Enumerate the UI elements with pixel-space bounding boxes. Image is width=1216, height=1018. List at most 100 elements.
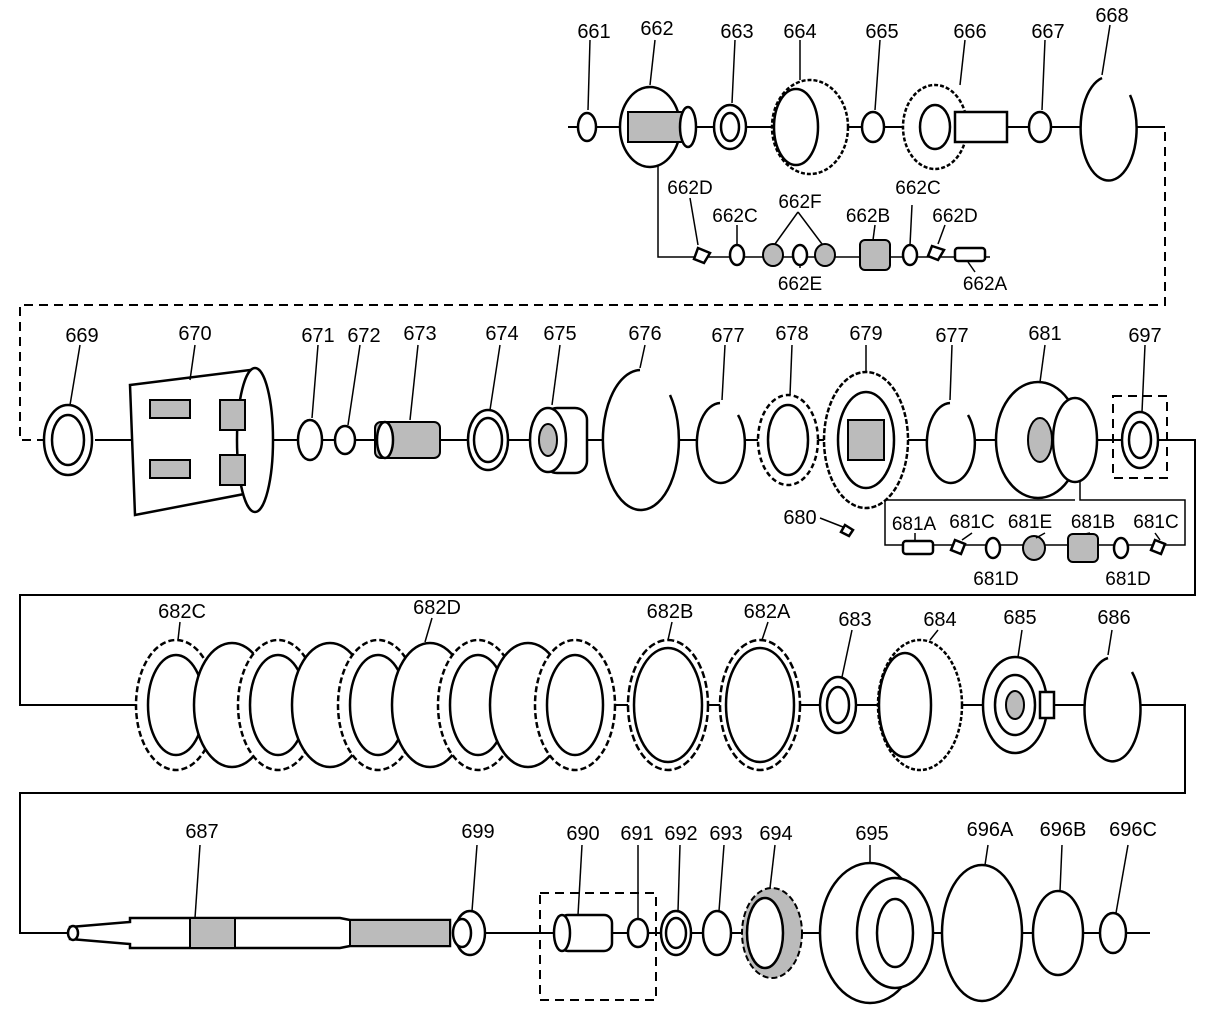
part-667-bushing [1027,39,1053,144]
part-672-washer [333,344,361,456]
sub-part-label: 662E [778,274,822,295]
part-666-sun-gear-shaft [901,39,1009,171]
part-692-washer [659,844,693,957]
part-label: 674 [485,323,518,345]
part-699-bearing [451,844,487,957]
part-665-washer [860,39,886,144]
row1-part-labels: 661 662 663 664 665 666 667 668 [577,5,1128,43]
part-696C-seal-ring [1098,844,1129,955]
sub-part-label: 662D [932,206,977,227]
part-680-pin [819,517,855,538]
part-label: 668 [1095,5,1128,27]
part-label: 672 [347,325,380,347]
part-label: 694 [759,823,792,845]
part-label: 683 [838,609,871,631]
part-label: 686 [1097,607,1130,629]
part-678-one-way-clutch [756,344,820,487]
part-label: 671 [301,325,334,347]
part-label: 673 [403,323,436,345]
sub-part-label: 681B [1071,512,1115,533]
part-label: 667 [1031,21,1064,43]
part-label: 690 [566,823,599,845]
part-696A-seal-ring [940,844,1024,1003]
row1-sub-labels: 662D 662C 662F 662B 662C 662D 662E 662A [667,178,1007,295]
part-697-bearing [1112,344,1168,479]
part-label: 662 [640,18,673,40]
part-663-bearing [712,39,748,151]
row2-part-labels: 669 670 671 672 673 674 675 676 677 678 … [65,323,1161,529]
part-label: 663 [720,21,753,43]
part-label: 699 [461,821,494,843]
part-label: 681 [1028,323,1061,345]
part-683-bearing [818,629,858,735]
part-label: 677 [935,325,968,347]
part-686-snap-ring [1083,629,1142,763]
part-682A-plate [718,621,802,772]
part-label: 682C [158,601,206,623]
part-label: 670 [178,323,211,345]
part-662-carrier [618,39,698,169]
sub-part-label: 681E [1008,512,1052,533]
part-668-snap-ring [1079,24,1138,182]
sub-part-label: 681D [1105,569,1150,590]
part-687-output-shaft [66,844,452,950]
part-label: 669 [65,325,98,347]
part-670-housing [128,344,275,517]
sub-part-label: 662C [712,206,757,227]
part-685-sun-gear [981,629,1056,755]
part-674-race [466,344,510,472]
sub-parts-681 [901,532,1167,563]
part-label: 677 [711,325,744,347]
part-682B-plate [626,621,710,772]
part-label: 682D [413,597,461,619]
part-684-ring-gear [876,629,964,772]
part-673-sprag [374,344,441,460]
part-label: 682A [744,601,791,623]
sub-part-label: 681C [949,512,994,533]
sub-part-label: 662B [846,206,890,227]
part-693-snap-ring [701,844,733,957]
row3-part-labels: 682C 682D 682B 682A 683 684 685 686 [158,597,1131,631]
row4-part-labels: 687 699 690 691 692 693 694 695 696A 696… [185,819,1157,845]
sub-part-label: 681A [892,514,937,535]
sub-part-label: 662C [895,178,940,199]
part-675-bearing [528,344,589,475]
part-label: 680 [783,507,816,529]
part-label: 684 [923,609,956,631]
part-661-snap-ring [576,39,598,143]
part-label: 696C [1109,819,1157,841]
part-label: 666 [953,21,986,43]
part-label: 685 [1003,607,1036,629]
part-679-clutch-hub [822,345,910,510]
part-664-ring-gear [770,40,850,176]
part-label: 661 [577,21,610,43]
part-694-bearing-assembly [741,844,803,979]
sub-part-label: 681C [1133,512,1178,533]
part-label: 679 [849,323,882,345]
part-label: 678 [775,323,808,345]
part-label: 676 [628,323,661,345]
part-677-snap-ring-a [695,344,747,485]
part-label: 691 [620,823,653,845]
sub-part-label: 662D [667,178,712,199]
part-label: 697 [1128,325,1161,347]
part-690-bushing [539,844,657,1001]
part-label: 696B [1040,819,1087,841]
part-label: 692 [664,823,697,845]
part-label: 664 [783,21,816,43]
part-label: 693 [709,823,742,845]
part-691-seal [626,845,650,949]
part-label: 687 [185,821,218,843]
part-label: 665 [865,21,898,43]
part-677-snap-ring-b [925,344,977,485]
sub-part-label: 662A [963,274,1008,295]
part-label: 675 [543,323,576,345]
part-label: 696A [967,819,1014,841]
part-676-snap-ring [601,344,681,512]
sub-parts-662 [689,197,987,273]
sub-part-label: 681D [973,569,1018,590]
part-695-drum [818,845,935,1005]
sub-part-label: 662F [778,192,821,213]
